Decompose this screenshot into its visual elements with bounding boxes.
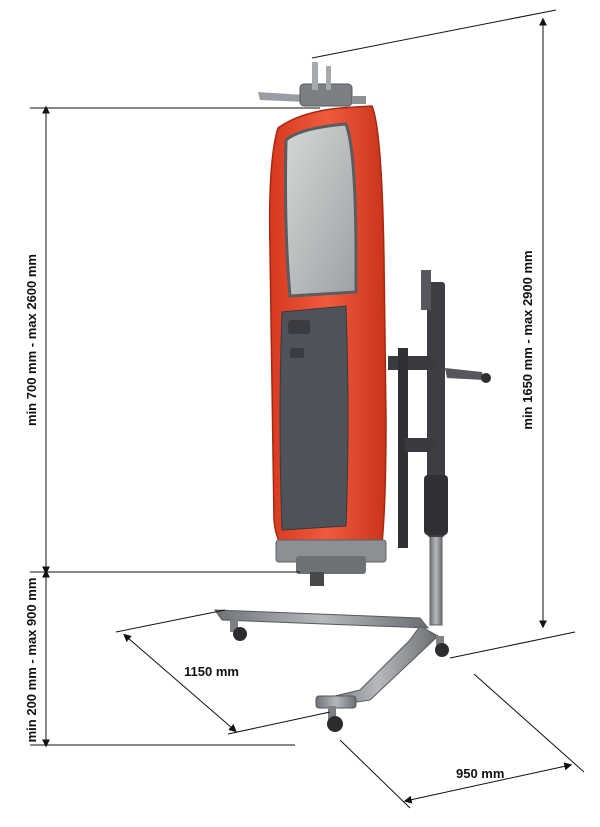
door-window bbox=[284, 122, 358, 298]
base-width-extension-left bbox=[339, 739, 411, 809]
total-height-label: min 1650 mm - max 2900 mm bbox=[520, 250, 535, 429]
dimension-labels: min 700 mm - max 2600 mm min 1650 mm - m… bbox=[24, 250, 535, 781]
base-length-label: 1150 mm bbox=[184, 664, 239, 679]
base-width-extension-right bbox=[473, 673, 585, 773]
base-width-label: 950 mm bbox=[456, 766, 504, 781]
door-inner-panel bbox=[279, 305, 349, 531]
door-handle bbox=[288, 320, 310, 334]
base-length-arrow bbox=[123, 633, 237, 733]
caster-wheel-front-right bbox=[435, 636, 449, 657]
total-height-extension-bottom bbox=[449, 631, 576, 659]
door-height-label: min 700 mm - max 2600 mm bbox=[24, 254, 39, 426]
dimension-lines bbox=[30, 9, 585, 809]
bottom-clamp bbox=[275, 539, 387, 586]
stand-column bbox=[421, 270, 448, 626]
stand-base bbox=[214, 609, 439, 709]
total-height-extension-top bbox=[311, 9, 557, 59]
caster-wheel-front-left bbox=[327, 706, 343, 732]
base-length-extension-front bbox=[227, 711, 331, 735]
base-height-label: min 200 mm - max 900 mm bbox=[24, 578, 39, 743]
support-arm bbox=[388, 348, 491, 548]
stand-illustration bbox=[214, 62, 491, 732]
vehicle-door bbox=[268, 105, 387, 561]
base-length-extension-rear bbox=[115, 609, 226, 633]
top-clamp bbox=[258, 62, 366, 107]
caster-wheel-rear bbox=[230, 620, 247, 641]
base-width-arrow bbox=[403, 762, 573, 804]
